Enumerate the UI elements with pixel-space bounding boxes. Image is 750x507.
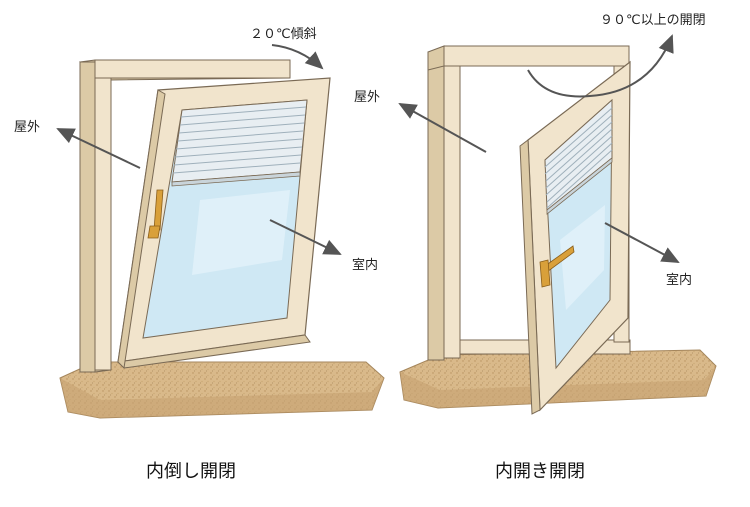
tilt-sill [59, 361, 385, 419]
swing-caption: 内開き開閉 [495, 461, 585, 482]
swing-sash [519, 60, 631, 415]
swing-window-diagram: ９０℃以上の開閉 屋外 室内 内開き開閉 [354, 13, 717, 482]
swing-inside-label: 室内 [666, 272, 692, 288]
tilt-outer-frame [78, 59, 291, 373]
tilt-outside-label: 屋外 [14, 120, 40, 135]
tilt-caption: 内倒し開閉 [146, 461, 236, 482]
tilt-inside-arrow [269, 219, 342, 255]
swing-rotation-label: ９０℃以上の開閉 [600, 13, 706, 28]
swing-inside-arrow [604, 222, 680, 263]
swing-outside-arrow [398, 103, 487, 153]
tilt-outside-arrow [56, 128, 141, 169]
tilt-handle [147, 189, 164, 239]
tilt-inside-label: 室内 [352, 257, 378, 273]
swing-outside-label: 屋外 [354, 90, 380, 105]
tilt-window-diagram: ２０℃傾斜 屋外 室内 内倒し開閉 [14, 27, 385, 482]
tilt-rotation-label: ２０℃傾斜 [250, 27, 317, 42]
tilt-sash [116, 77, 331, 370]
tilt-rotation-arrow [271, 44, 324, 70]
swing-rotation-arrow [527, 34, 674, 98]
swing-handle [539, 245, 575, 288]
